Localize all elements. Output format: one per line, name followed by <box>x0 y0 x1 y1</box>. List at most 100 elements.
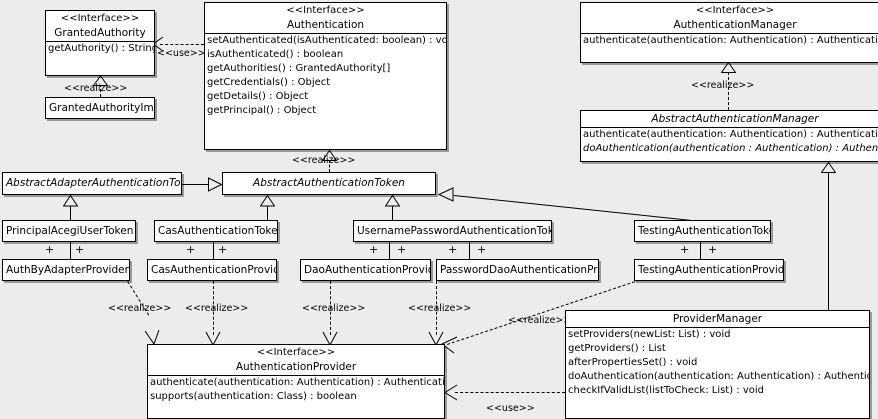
operation-row: getAuthority() : String <box>48 43 154 54</box>
generalization-connector-testing-token <box>453 195 691 221</box>
box-divider <box>581 33 878 34</box>
association-connector-password-dao <box>469 242 470 259</box>
class-name-label: CasAuthenticationProvider <box>151 264 277 276</box>
class-name-label: CasAuthenticationToken <box>158 225 278 237</box>
class-box-authentication[interactable]: <<Interface>> Authentication setAuthenti… <box>204 2 447 150</box>
operation-row: getDetails() : Object <box>207 91 309 102</box>
realize-label-auth-by-adapter-provider: <<realize>> <box>108 303 172 314</box>
operation-row: getProviders() : List <box>568 343 666 354</box>
class-name-label: AbstractAuthenticationManager <box>651 113 819 125</box>
class-name-label: PasswordDaoAuthenticationProvider <box>440 264 598 276</box>
class-name-label: DaoAuthenticationProvider <box>304 264 430 276</box>
box-divider <box>566 327 869 328</box>
association-marker: + <box>708 243 718 256</box>
operation-row: authenticate(authentication: Authenticat… <box>583 35 878 46</box>
realize-connector-dao-authentication-provider <box>330 281 331 335</box>
box-divider <box>581 127 878 128</box>
class-box-abstract-authentication-token[interactable]: AbstractAuthenticationToken <box>222 172 436 195</box>
association-marker: + <box>369 243 379 256</box>
use-label-provider-manager: <<use>> <box>486 403 535 414</box>
class-box-abstract-authentication-manager[interactable]: AbstractAuthenticationManager authentica… <box>580 110 878 162</box>
realize-connector-abstract-authentication-manager <box>728 72 729 110</box>
class-name-label: AbstractAuthenticationToken <box>253 177 405 189</box>
open-arrowhead-icon <box>444 384 458 401</box>
realize-connector-cas-authentication-provider <box>213 281 214 335</box>
generalization-triangle-icon <box>322 150 337 161</box>
class-name-label: AbstractAdapterAuthenticationToken <box>6 177 182 189</box>
generalization-triangle-icon <box>437 187 454 202</box>
class-name-label: PrincipalAcegiUserToken <box>6 225 134 237</box>
class-name-label: AuthenticationManager <box>673 19 797 31</box>
operations-compartment: setProviders(newList: List) : void getPr… <box>566 328 869 398</box>
operation-row: getCredentials() : Object <box>207 77 331 88</box>
operations-compartment: authenticate(authentication: Authenticat… <box>581 34 878 48</box>
operation-row: supports(authentication: Class) : boolea… <box>150 391 357 402</box>
generalization-triangle-icon <box>260 195 275 207</box>
association-marker: + <box>75 243 85 256</box>
realize-connector-password-dao-authentication-provider <box>436 281 437 335</box>
class-name-label: ProviderManager <box>672 313 763 325</box>
class-box-username-password-authentication-token[interactable]: UsernamePasswordAuthenticationToken <box>353 220 552 242</box>
class-box-authentication-manager[interactable]: <<Interface>> AuthenticationManager auth… <box>580 2 878 63</box>
operation-row: doAuthentication(authentication: Authent… <box>568 371 869 382</box>
class-box-principal-acegi-user-token[interactable]: PrincipalAcegiUserToken <box>2 220 136 242</box>
class-box-authentication-provider[interactable]: <<Interface>> AuthenticationProvider aut… <box>147 344 445 419</box>
use-label-authentication-granted-authority: <<use>> <box>157 48 206 59</box>
box-divider <box>148 375 444 376</box>
generalization-connector-adapter-token <box>182 184 211 185</box>
generalization-triangle-icon <box>821 162 836 173</box>
generalization-triangle-icon <box>93 76 108 86</box>
realize-label-abstract-authentication-token: <<realize>> <box>292 155 356 166</box>
class-name-label: UsernamePasswordAuthenticationToken <box>357 225 552 237</box>
generalization-triangle-icon <box>385 195 400 207</box>
operation-row: authenticate(authentication: Authenticat… <box>150 377 444 388</box>
class-box-granted-authority[interactable]: <<Interface>> GrantedAuthority getAuthor… <box>45 10 155 76</box>
operations-compartment: authenticate(authentication: Authenticat… <box>148 376 444 404</box>
association-marker: + <box>477 243 487 256</box>
realize-label-granted-authority-impl: <<realize>> <box>64 83 128 94</box>
realize-label-dao-authentication-provider: <<realize>> <box>302 303 366 314</box>
generalization-connector-username-password-token <box>392 206 393 221</box>
class-name-label: TestingAuthenticationToken <box>638 225 771 237</box>
operation-row: setAuthenticated(isAuthenticated: boolea… <box>207 35 446 46</box>
association-connector-dao <box>389 242 390 259</box>
box-divider <box>46 41 154 42</box>
class-box-dao-authentication-provider[interactable]: DaoAuthenticationProvider <box>300 259 431 281</box>
association-connector-cas <box>213 242 214 259</box>
box-divider <box>205 33 446 34</box>
association-marker: + <box>680 243 690 256</box>
class-box-cas-authentication-provider[interactable]: CasAuthenticationProvider <box>147 259 277 281</box>
class-box-password-dao-authentication-provider[interactable]: PasswordDaoAuthenticationProvider <box>436 259 599 281</box>
association-marker: + <box>397 243 407 256</box>
realize-connector-granted-authority-impl <box>100 84 101 97</box>
class-box-cas-authentication-token[interactable]: CasAuthenticationToken <box>154 220 278 242</box>
operation-row: authenticate(authentication: Authenticat… <box>583 129 878 140</box>
stereotype-label: <<Interface>> <box>286 5 365 16</box>
class-box-auth-by-adapter-provider[interactable]: AuthByAdapterProvider <box>2 259 130 281</box>
class-name-label: AuthenticationProvider <box>235 361 357 373</box>
association-marker: + <box>218 243 228 256</box>
association-marker: + <box>448 243 458 256</box>
realize-label-testing-authentication-provider: <<realize>> <box>508 315 572 326</box>
operation-row: checkIfValidList(listToCheck: List) : vo… <box>568 385 765 396</box>
operation-row: getPrincipal() : Object <box>207 105 317 116</box>
use-connector-provider-manager-authentication-provider <box>455 392 565 393</box>
association-marker: + <box>45 243 55 256</box>
association-connector-testing <box>700 242 701 259</box>
class-box-testing-authentication-provider[interactable]: TestingAuthenticationProvider <box>634 259 784 281</box>
class-name-label: GrantedAuthorityImpl <box>49 102 155 114</box>
class-box-granted-authority-impl[interactable]: GrantedAuthorityImpl <box>45 97 155 119</box>
generalization-triangle-icon <box>208 177 223 192</box>
generalization-connector-provider-manager <box>828 172 829 310</box>
class-box-testing-authentication-token[interactable]: TestingAuthenticationToken <box>634 220 771 242</box>
class-box-abstract-adapter-authentication-token[interactable]: AbstractAdapterAuthenticationToken <box>2 172 182 195</box>
generalization-triangle-icon <box>63 195 78 207</box>
class-name-label: TestingAuthenticationProvider <box>638 264 784 276</box>
class-box-provider-manager[interactable]: ProviderManager setProviders(newList: Li… <box>565 310 870 419</box>
stereotype-label: <<Interface>> <box>695 5 775 16</box>
operation-row: doAuthentication(authentication : Authen… <box>583 143 878 154</box>
stereotype-label: <<Interface>> <box>60 13 140 24</box>
generalization-connector-principal-acegi-user-token <box>70 206 71 221</box>
association-connector-principal-acegi <box>70 242 71 259</box>
